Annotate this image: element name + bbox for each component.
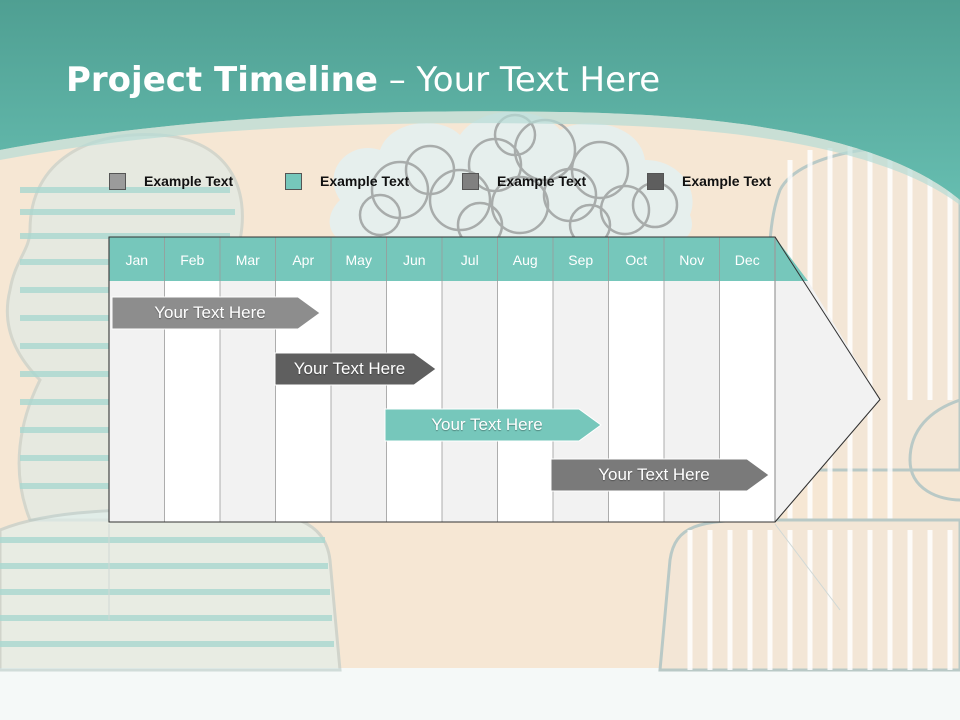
legend-swatch [462, 172, 479, 190]
month-label: Feb [180, 252, 205, 268]
timeline-bar-label: Your Text Here [154, 303, 266, 322]
month-label: Jan [125, 252, 149, 268]
reflection-line [774, 523, 841, 611]
month-label: Jul [460, 252, 479, 268]
legend-swatch [109, 172, 126, 190]
legend-swatch [285, 172, 302, 190]
title-bold: Project Timeline [66, 60, 378, 100]
page-title: Project Timeline – Your Text Here [66, 60, 660, 100]
thought-cloud [329, 111, 693, 249]
month-label: Jun [402, 252, 426, 268]
legend-item: Example Text [285, 170, 409, 192]
timeline-bar-label: Your Text Here [431, 415, 543, 434]
month-label: Nov [679, 252, 705, 268]
month-column [386, 281, 442, 522]
legend-item: Example Text [109, 170, 233, 192]
timeline-outline [108, 236, 881, 523]
month-column [497, 281, 553, 522]
legend-label: Example Text [144, 173, 234, 189]
month-column [331, 281, 387, 522]
month-column [442, 281, 498, 522]
legend-item: Example Text [647, 170, 771, 192]
month-label: Mar [235, 252, 260, 268]
month-label: Aug [512, 252, 538, 268]
legend-swatch [647, 172, 664, 190]
legend-label: Example Text [320, 173, 410, 189]
timeline-bar [274, 352, 437, 386]
timeline-bar [111, 296, 321, 330]
timeline-bar-label: Your Text Here [598, 465, 710, 484]
timeline-bar-label: Your Text Here [293, 359, 406, 378]
legend-label: Example Text [497, 173, 587, 189]
month-label: Apr [292, 252, 315, 268]
month-label: Sep [568, 252, 594, 268]
legend-item: Example Text [462, 170, 586, 192]
arrow-head-area [775, 281, 880, 522]
month-label: Oct [625, 252, 648, 268]
legend-label: Example Text [682, 173, 772, 189]
title-subtitle: – Your Text Here [377, 60, 661, 100]
month-label: May [345, 252, 372, 268]
month-header-band [109, 237, 808, 281]
timeline-bar [384, 408, 602, 442]
timeline-bar [550, 458, 770, 492]
month-label: Dec [734, 252, 760, 268]
